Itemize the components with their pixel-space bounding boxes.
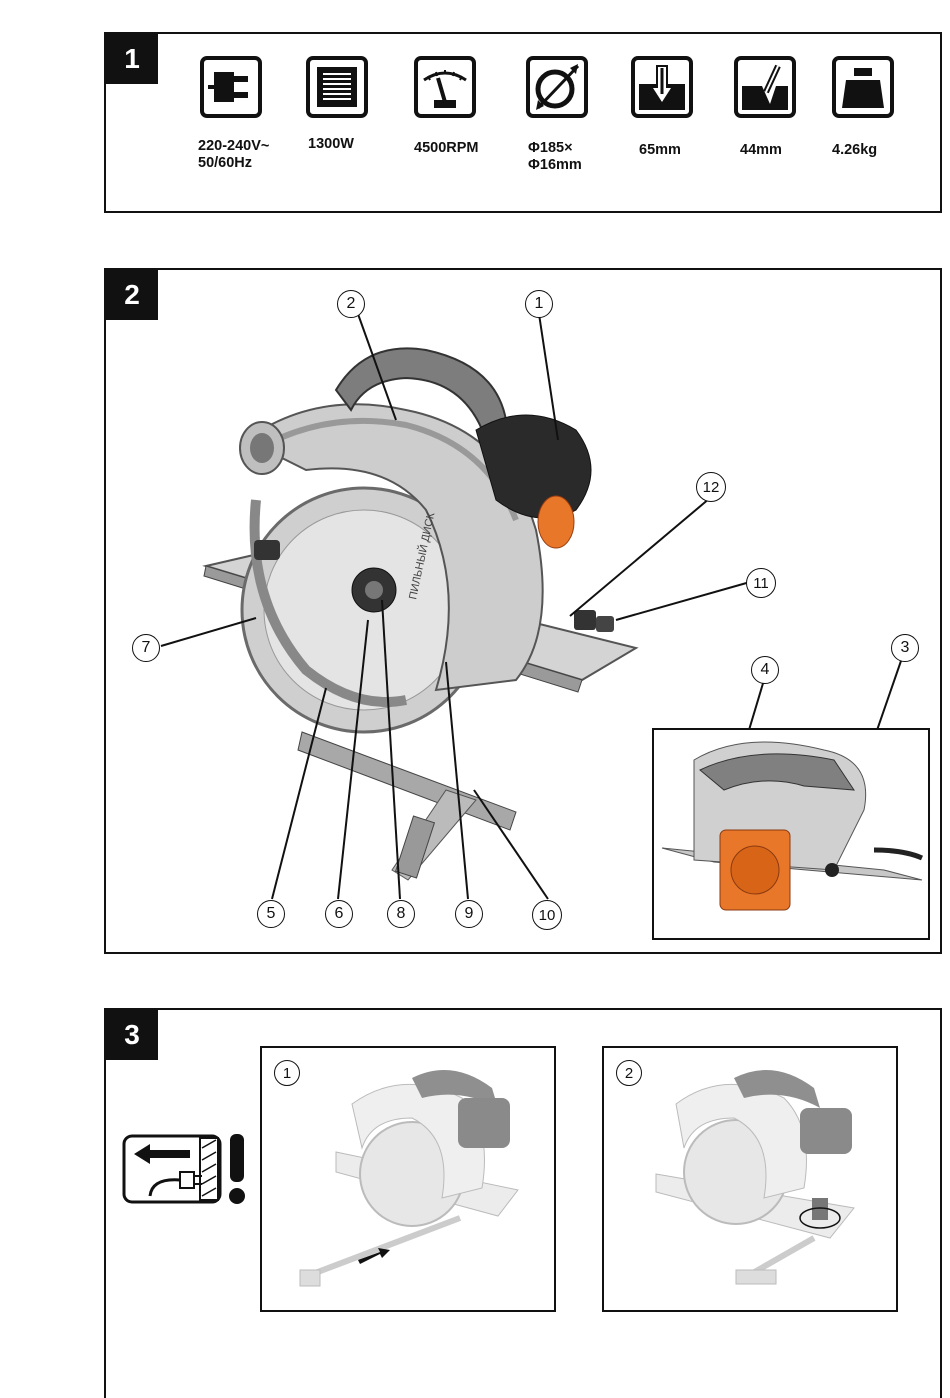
callout-label: 1 — [535, 295, 544, 313]
callout-6: 6 — [325, 900, 353, 928]
spec-speed-value: 4500RPM — [414, 140, 478, 157]
unplug-warning-icon — [122, 1128, 252, 1208]
cut-depth-90-icon — [631, 56, 693, 118]
callout-label: 3 — [901, 639, 910, 657]
spec-depth-90: 65mm — [631, 56, 693, 118]
step-1-frame: 1 — [260, 1046, 556, 1312]
spec-blade-line2: Φ16mm — [528, 157, 582, 174]
callout-11: 11 — [746, 568, 776, 598]
blade-diameter-icon — [526, 56, 588, 118]
spec-blade-line1: Φ185× — [528, 140, 582, 157]
callout-label: 7 — [142, 639, 151, 657]
speed-gauge-icon — [414, 56, 476, 118]
motor-winding-icon — [306, 56, 368, 118]
callout-2: 2 — [337, 290, 365, 318]
spec-depth-45: 44mm — [734, 56, 796, 118]
spec-panel: 1 220-240V~ 50/60Hz 1300W — [104, 32, 942, 213]
assembly-panel: 3 1 2 — [104, 1008, 942, 1398]
callout-label: 10 — [539, 907, 556, 924]
spec-weight: 4.26kg — [832, 56, 894, 118]
callout-9: 9 — [455, 900, 483, 928]
spec-voltage: 220-240V~ 50/60Hz — [200, 56, 262, 118]
spec-power: 1300W — [306, 56, 368, 118]
spec-depth-90-value: 65mm — [639, 142, 681, 159]
spec-voltage-line1: 220-240V~ — [198, 138, 269, 155]
callout-label: 4 — [761, 661, 770, 679]
rear-view-illustration — [654, 730, 928, 938]
components-panel: 2 ПИЛЬНЫЙ ДИС — [104, 268, 942, 954]
callout-8: 8 — [387, 900, 415, 928]
callout-1: 1 — [525, 290, 553, 318]
parallel-guide — [298, 732, 516, 880]
callout-label: 9 — [465, 905, 474, 923]
step-2-number: 2 — [616, 1060, 642, 1086]
callout-label: 11 — [753, 575, 769, 592]
spec-speed: 4500RPM — [414, 56, 476, 118]
callout-label: 2 — [347, 295, 356, 313]
callout-3: 3 — [891, 634, 919, 662]
cut-depth-45-icon — [734, 56, 796, 118]
panel-number: 1 — [106, 34, 158, 84]
panel-number: 3 — [106, 1010, 158, 1060]
inset-rear-view — [652, 728, 930, 940]
step-1-illustration — [262, 1048, 554, 1310]
step-2-illustration — [604, 1048, 896, 1310]
callout-label: 8 — [397, 905, 406, 923]
spec-weight-value: 4.26kg — [832, 142, 877, 159]
step-2-frame: 2 — [602, 1046, 898, 1312]
spec-blade: Φ185× Φ16mm — [526, 56, 588, 118]
callout-4: 4 — [751, 656, 779, 684]
weight-icon — [832, 56, 894, 118]
callout-label: 12 — [703, 479, 720, 496]
step-label: 1 — [283, 1065, 291, 1082]
callout-7: 7 — [132, 634, 160, 662]
callout-label: 6 — [335, 905, 344, 923]
callout-12: 12 — [696, 472, 726, 502]
callout-5: 5 — [257, 900, 285, 928]
callout-label: 5 — [267, 905, 276, 923]
step-1-number: 1 — [274, 1060, 300, 1086]
callout-10: 10 — [532, 900, 562, 930]
spec-power-value: 1300W — [308, 136, 354, 153]
spec-voltage-line2: 50/60Hz — [198, 155, 269, 172]
plug-icon — [200, 56, 262, 118]
step-label: 2 — [625, 1065, 633, 1082]
spec-depth-45-value: 44mm — [740, 142, 782, 159]
